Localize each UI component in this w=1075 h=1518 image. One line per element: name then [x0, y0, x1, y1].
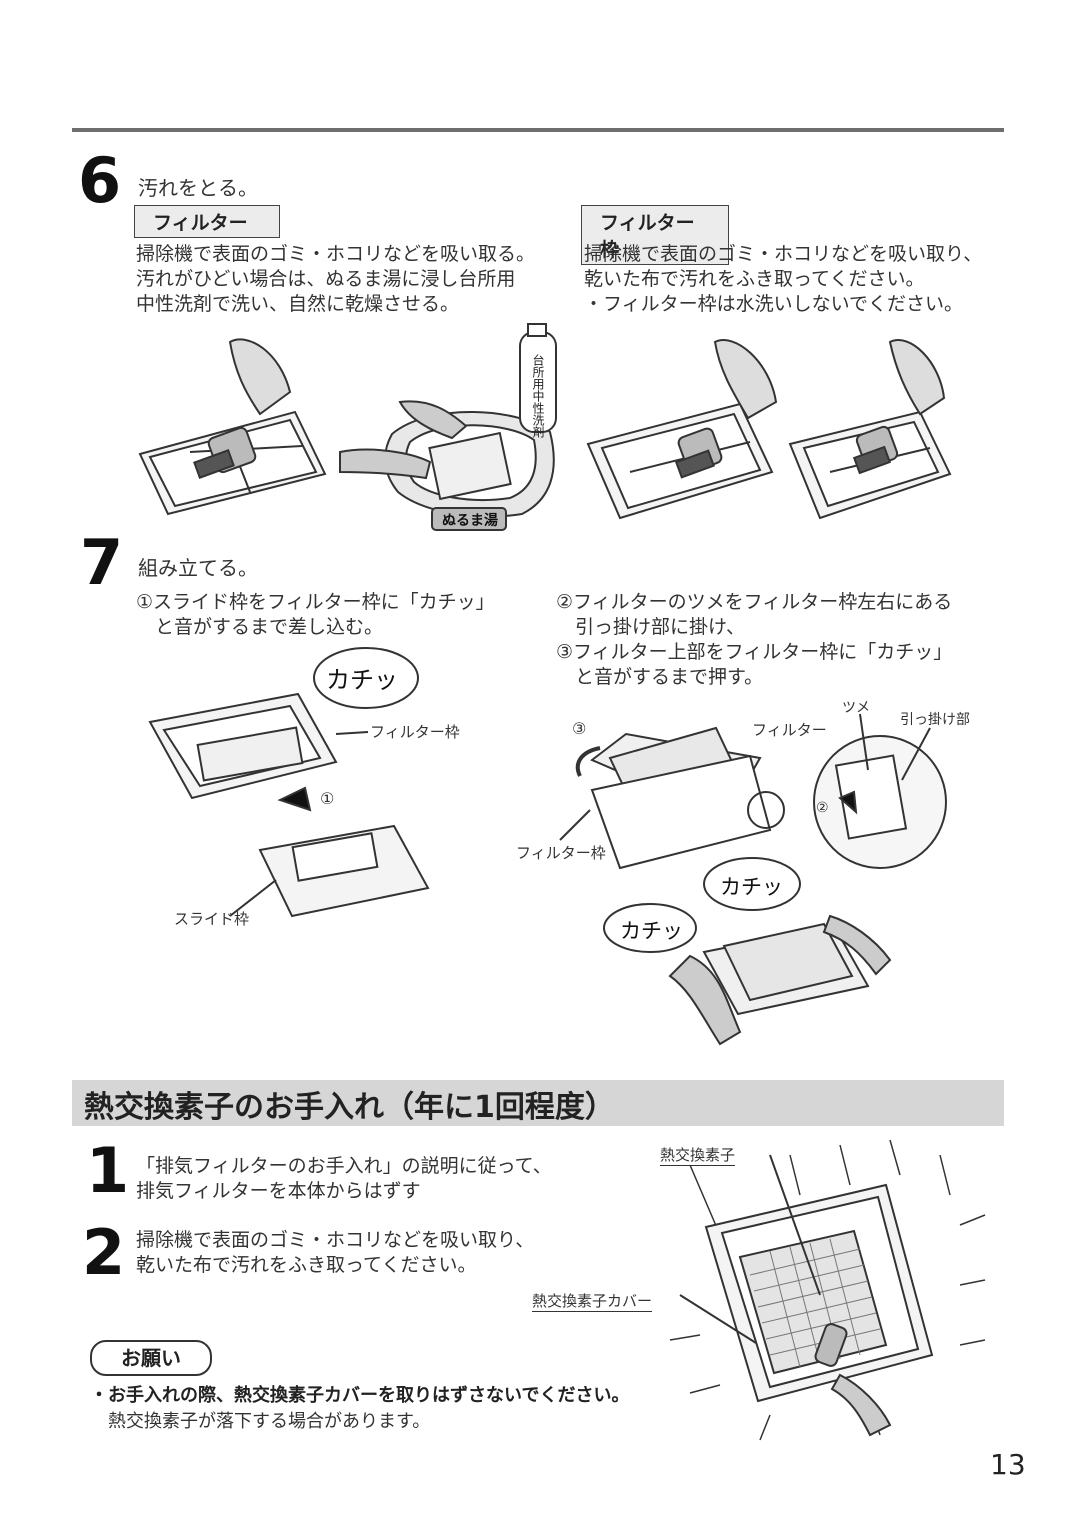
- basin-wash-illustration: 台所用中性洗剤 ぬるま湯: [339, 323, 557, 531]
- step6-title: 汚れをとる。: [138, 176, 258, 200]
- hook-label: 引っ掛け部: [900, 712, 970, 728]
- notice-bold-line: ・お手入れの際、熱交換素子カバーを取りはずさないでください。: [90, 1385, 630, 1406]
- filter-frame-label-left: フィルター枠: [370, 723, 460, 741]
- frame-vacuum-illustration-1: [586, 339, 778, 520]
- step7-title: 組み立てる。: [138, 556, 258, 580]
- section-step1-text: 「排気フィルターのお手入れ」の説明に従って、 排気フィルターを本体からはずす: [136, 1155, 552, 1202]
- basin-label: ぬるま湯: [442, 512, 498, 529]
- section-step2-number: 2: [82, 1216, 126, 1289]
- top-rule: [72, 128, 1004, 132]
- circle-3-label: ③: [572, 719, 586, 738]
- section-step2-text: 掃除機で表面のゴミ・ホコリなどを吸い取り、 乾いた布で汚れをふき取ってください。: [136, 1229, 535, 1276]
- circle-1-label: ①: [320, 789, 334, 808]
- heat-exchanger-label: 熱交換素子: [660, 1146, 736, 1166]
- click-bubble-2: カチッ: [720, 875, 783, 899]
- notice-line: 熱交換素子が落下する場合があります。: [108, 1411, 431, 1432]
- click-bubble-3: カチッ: [620, 919, 683, 943]
- frame-vacuum-illustration-2: [788, 339, 952, 520]
- step7-left-instructions: ①スライド枠をフィルター枠に「カチッ」 と音がするまで差し込む。: [136, 591, 495, 638]
- step6-number: 6: [78, 144, 122, 217]
- circle-2-label: ②: [816, 800, 829, 816]
- filter-label-box: フィルター: [134, 205, 280, 238]
- filter-hook-assembly-illustration: ③ フィルター フィルター枠 ② ツメ 引っ掛け部 カチッ カチッ: [516, 700, 970, 1046]
- slide-frame-assembly-illustration: カチッ フィルター枠 ① スライド枠: [148, 647, 460, 928]
- filter-instructions: 掃除機で表面のゴミ・ホコリなどを吸い取る。 汚れがひどい場合は、ぬるま湯に浸し台…: [136, 243, 536, 315]
- frame-instructions: 掃除機で表面のゴミ・ホコリなどを吸い取り、 乾いた布で汚れをふき取ってください。…: [584, 243, 983, 315]
- section-step1-number: 1: [86, 1134, 130, 1207]
- section-header-bar: [72, 1080, 1004, 1126]
- slide-frame-label: スライド枠: [174, 910, 249, 928]
- filter-label: フィルター: [752, 721, 827, 739]
- heat-exchanger-cover-label: 熱交換素子カバー: [532, 1292, 653, 1312]
- notice-badge: お願い: [90, 1340, 212, 1376]
- page-number: 13: [990, 1448, 1026, 1481]
- bottle-label: 台所用中性洗剤: [531, 353, 545, 439]
- step7-illustrations: カチッ フィルター枠 ① スライド枠 ③ フィルター フィルター枠 ② ツメ 引…: [148, 647, 970, 1046]
- step7-right-instructions: ②フィルターのツメをフィルター枠左右にある 引っ掛け部に掛け、 ③フィルター上部…: [556, 591, 953, 688]
- tsume-label: ツメ: [842, 700, 870, 716]
- frame-label-box: フィルター枠: [581, 205, 729, 265]
- filter-frame-label-right: フィルター枠: [516, 844, 606, 862]
- section-title: 熱交換素子のお手入れ（年に1回程度）: [84, 1090, 615, 1125]
- heat-exchanger-illustration: [669, 1139, 986, 1441]
- step6-illustrations: 台所用中性洗剤 ぬるま湯: [138, 323, 952, 531]
- filter-vacuum-illustration: [138, 338, 327, 516]
- click-bubble-1: カチッ: [326, 666, 398, 694]
- step7-number: 7: [80, 526, 124, 599]
